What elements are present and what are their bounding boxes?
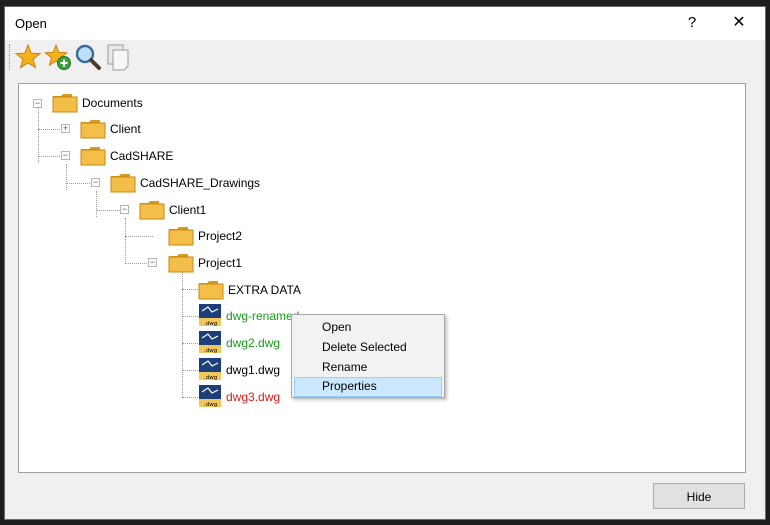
menu-item-delete-selected[interactable]: Delete Selected — [322, 340, 407, 354]
dwg-file-icon: .dwg — [198, 384, 222, 411]
tree-node-label: Project2 — [198, 229, 243, 243]
folder-tree[interactable]: − + − − − − Documents Client CadSHARE Ca… — [18, 83, 746, 473]
folder-icon — [80, 144, 106, 169]
collapse-toggle-cadshare[interactable]: − — [61, 150, 70, 160]
copy-pages-icon[interactable] — [104, 43, 132, 71]
tree-node-project2[interactable]: Project2 — [168, 225, 242, 247]
toolbar-grip — [9, 44, 12, 70]
menu-item-rename[interactable]: Rename — [322, 360, 368, 374]
menu-item-properties[interactable]: Properties — [294, 377, 442, 397]
svg-text:.dwg: .dwg — [204, 375, 217, 381]
help-button[interactable]: ? — [687, 14, 697, 31]
svg-text:.dwg: .dwg — [204, 321, 217, 327]
collapse-toggle-project1[interactable]: − — [148, 257, 157, 267]
dwg-file-icon: .dwg — [198, 303, 222, 330]
tree-file-label: dwg3.dwg — [226, 390, 281, 404]
tree-node-label: Documents — [82, 96, 143, 110]
tree-node-label: Client1 — [169, 203, 207, 217]
collapse-toggle-documents[interactable]: − — [33, 98, 42, 108]
tree-line — [66, 164, 67, 190]
folder-icon — [52, 91, 78, 116]
folder-icon — [110, 171, 136, 196]
menu-item-open[interactable]: Open — [322, 320, 352, 334]
tree-node-client[interactable]: Client — [80, 118, 141, 140]
tree-line — [182, 289, 198, 290]
tree-node-extra-data[interactable]: EXTRA DATA — [198, 279, 301, 301]
tree-line — [182, 370, 198, 371]
tree-line — [125, 263, 153, 264]
tree-file-label: dwg2.dwg — [226, 336, 281, 350]
dwg-file-icon: .dwg — [198, 357, 222, 384]
tree-node-label: EXTRA DATA — [228, 283, 301, 297]
favorite-star-icon[interactable] — [14, 43, 42, 71]
tree-node-label: CadSHARE_Drawings — [140, 176, 261, 190]
folder-icon — [168, 224, 194, 249]
tree-line — [66, 183, 94, 184]
tree-file-dwg1[interactable]: .dwg dwg1.dwg — [198, 357, 281, 384]
tree-line — [96, 191, 97, 217]
tree-file-dwg2[interactable]: .dwg dwg2.dwg — [198, 330, 281, 357]
tree-line — [125, 236, 153, 237]
expand-toggle-client[interactable]: + — [61, 123, 70, 133]
tree-node-documents[interactable]: Documents — [52, 92, 143, 114]
svg-text:.dwg: .dwg — [204, 402, 217, 408]
title-bar: Open ? ✕ — [5, 7, 765, 40]
tree-file-dwg3[interactable]: .dwg dwg3.dwg — [198, 384, 281, 411]
context-menu: Open Delete Selected Rename Properties — [291, 314, 445, 398]
toolbar — [5, 40, 765, 78]
folder-icon — [139, 198, 165, 223]
collapse-toggle-client1[interactable]: − — [120, 204, 129, 214]
tree-line — [182, 271, 183, 397]
collapse-toggle-cadshare-drawings[interactable]: − — [91, 177, 100, 187]
tree-file-label: dwg1.dwg — [226, 363, 281, 377]
tree-line — [125, 218, 126, 264]
close-button[interactable]: ✕ — [732, 14, 746, 31]
tree-line — [96, 210, 124, 211]
search-icon[interactable] — [74, 43, 102, 71]
tree-line — [38, 103, 39, 163]
tree-line — [38, 156, 64, 157]
tree-node-label: CadSHARE — [110, 149, 174, 163]
tree-file-label: dwg-renamed — [226, 309, 300, 323]
tree-node-label: Client — [110, 122, 141, 136]
tree-file-dwg-renamed[interactable]: .dwg dwg-renamed — [198, 303, 300, 330]
open-dialog: Open ? ✕ − — [4, 6, 766, 520]
window-title: Open — [15, 16, 47, 31]
folder-icon — [198, 278, 224, 303]
tree-node-cadshare[interactable]: CadSHARE — [80, 145, 173, 167]
tree-line — [182, 343, 198, 344]
dwg-file-icon: .dwg — [198, 330, 222, 357]
svg-text:.dwg: .dwg — [204, 348, 217, 354]
hide-button[interactable]: Hide — [653, 483, 745, 509]
add-favorite-icon[interactable] — [44, 43, 72, 71]
tree-line — [38, 129, 64, 130]
folder-icon — [80, 117, 106, 142]
folder-icon — [168, 251, 194, 276]
tree-line — [182, 316, 198, 317]
tree-node-client1[interactable]: Client1 — [139, 199, 206, 221]
tree-node-label: Project1 — [198, 256, 243, 270]
tree-node-cadshare-drawings[interactable]: CadSHARE_Drawings — [110, 172, 260, 194]
tree-line — [182, 397, 198, 398]
tree-node-project1[interactable]: Project1 — [168, 252, 242, 274]
